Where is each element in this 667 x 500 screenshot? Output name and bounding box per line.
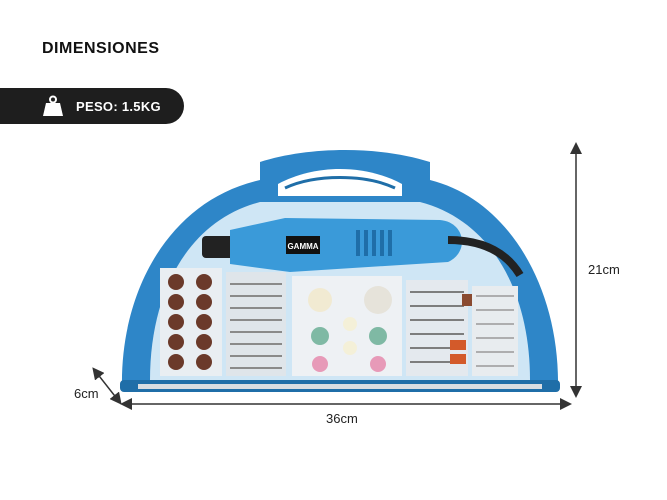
height-label: 21cm (588, 262, 620, 277)
grinding-stones (292, 276, 402, 376)
weight-icon (43, 95, 63, 116)
rotary-tool: GAMMA (202, 218, 524, 278)
page-title: DIMENSIONES (42, 40, 160, 57)
weight-badge: PESO: 1.5KG (0, 88, 184, 124)
width-label: 36cm (326, 411, 358, 426)
brand-logo: GAMMA (287, 242, 318, 251)
assorted-bits (406, 280, 518, 376)
product-image: GAMMA (120, 150, 560, 392)
bits-column (226, 272, 286, 376)
sanding-drums (160, 268, 222, 376)
depth-label: 6cm (74, 386, 99, 401)
weight-label: PESO: 1.5KG (76, 98, 161, 114)
